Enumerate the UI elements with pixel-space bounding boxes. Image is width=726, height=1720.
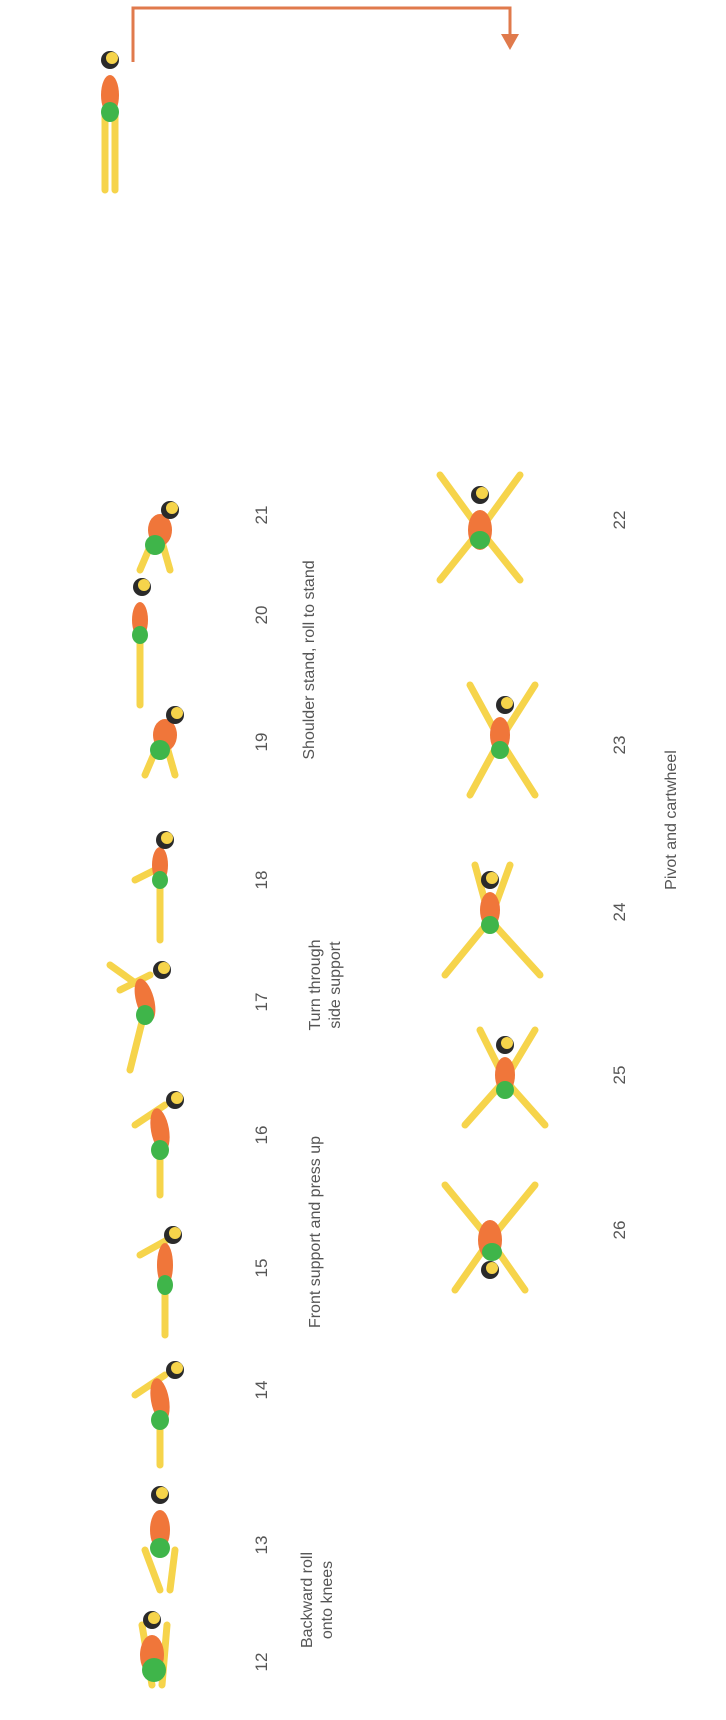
figure-14-drawing bbox=[95, 1340, 235, 1460]
step-number-18: 18 bbox=[252, 871, 272, 890]
figure-18 bbox=[95, 820, 235, 940]
caption-backward-roll: Backward roll onto knees bbox=[298, 1552, 338, 1648]
figure-25 bbox=[435, 1020, 575, 1140]
step-number-14: 14 bbox=[252, 1381, 272, 1400]
arrow-head bbox=[501, 34, 519, 50]
figure-15-drawing bbox=[95, 1210, 235, 1330]
step-number-15: 15 bbox=[252, 1259, 272, 1278]
figure-22-drawing bbox=[410, 470, 550, 590]
caption-turn-through: Turn through side support bbox=[306, 939, 346, 1030]
figure-21-drawing bbox=[90, 480, 230, 600]
figure-16-drawing bbox=[95, 1070, 235, 1190]
step-number-25: 25 bbox=[610, 1066, 630, 1085]
step-number-22: 22 bbox=[610, 511, 630, 530]
figure-13-drawing bbox=[90, 1480, 230, 1600]
figure-17-drawing bbox=[80, 940, 220, 1060]
caption-turn-through-line1: Turn through bbox=[306, 939, 326, 1030]
step-number-20: 20 bbox=[252, 606, 272, 625]
caption-turn-through-line2: side support bbox=[326, 939, 346, 1030]
figure-23-drawing bbox=[430, 680, 570, 800]
caption-shoulder-stand: Shoulder stand, roll to stand bbox=[300, 560, 320, 759]
figure-stand bbox=[40, 60, 180, 180]
figure-14 bbox=[95, 1340, 235, 1460]
step-number-26: 26 bbox=[610, 1221, 630, 1240]
figure-15 bbox=[95, 1210, 235, 1330]
figure-24-drawing bbox=[420, 860, 560, 980]
figure-18-drawing bbox=[95, 820, 235, 940]
figure-17 bbox=[80, 940, 220, 1060]
step-number-24: 24 bbox=[610, 903, 630, 922]
figure-19 bbox=[95, 685, 235, 805]
figure-26-drawing bbox=[420, 1180, 560, 1300]
caption-backward-roll-line2: onto knees bbox=[318, 1552, 338, 1648]
caption-front-support: Front support and press up bbox=[306, 1136, 326, 1328]
figure-12-drawing bbox=[82, 1595, 222, 1715]
step-number-16: 16 bbox=[252, 1126, 272, 1145]
figure-23 bbox=[430, 680, 570, 800]
caption-backward-roll-line1: Backward roll bbox=[298, 1552, 318, 1648]
figure-22 bbox=[410, 470, 550, 590]
arrow-line bbox=[133, 8, 510, 62]
step-number-12: 12 bbox=[252, 1653, 272, 1672]
figure-16 bbox=[95, 1070, 235, 1190]
figure-19-drawing bbox=[95, 685, 235, 805]
figure-25-drawing bbox=[435, 1020, 575, 1140]
figure-12 bbox=[82, 1595, 222, 1715]
figure-stand-drawing bbox=[40, 60, 180, 180]
step-number-13: 13 bbox=[252, 1536, 272, 1555]
step-number-17: 17 bbox=[252, 993, 272, 1012]
figure-24 bbox=[420, 860, 560, 980]
step-number-19: 19 bbox=[252, 733, 272, 752]
figure-26 bbox=[420, 1180, 560, 1300]
step-number-23: 23 bbox=[610, 736, 630, 755]
step-number-21: 21 bbox=[252, 506, 272, 525]
figure-21 bbox=[90, 480, 230, 600]
caption-pivot: Pivot and cartwheel bbox=[662, 750, 682, 890]
figure-13 bbox=[90, 1480, 230, 1600]
